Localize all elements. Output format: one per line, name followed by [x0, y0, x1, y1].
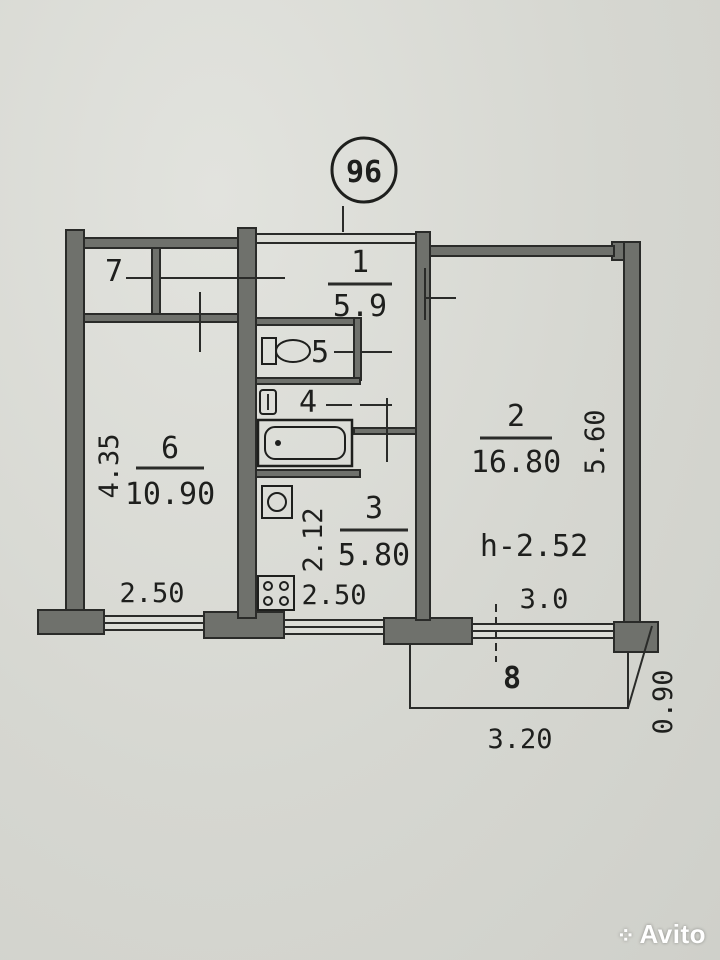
axis-marker-label: 96 — [346, 155, 382, 190]
balcony-depth-label: 0.90 — [648, 669, 679, 734]
room-7: 7 — [105, 254, 152, 289]
wall-right — [623, 241, 641, 627]
room-2-number: 2 — [507, 399, 525, 434]
axis-marker-circle — [330, 136, 398, 204]
wall-left — [65, 229, 85, 616]
balcony — [409, 604, 653, 709]
interior-walls — [83, 227, 431, 621]
kitchen-sink-icon — [261, 485, 293, 519]
room-5: 5 — [311, 335, 354, 370]
room-3-number: 3 — [365, 491, 383, 526]
avito-dots-icon: ⁘ — [616, 923, 636, 948]
toilet-icon — [261, 337, 311, 365]
axis-marker: 96 — [330, 136, 398, 232]
wall-room4-right — [353, 427, 417, 435]
wall-bottom-b — [383, 617, 473, 645]
room-2-width-label: 3.0 — [520, 584, 569, 615]
wall-room4-top — [255, 377, 361, 385]
room-8-number: 8 — [503, 661, 521, 696]
bathtub-icon — [256, 418, 354, 468]
entry-opening — [243, 233, 421, 244]
room-2-height-label: 5.60 — [580, 409, 611, 474]
balcony-outline — [409, 644, 629, 709]
room-6-height-label: 4.35 — [94, 433, 125, 498]
room-1-area: 5.9 — [333, 289, 387, 324]
door-marks — [160, 268, 456, 462]
room-6-number: 6 — [161, 431, 179, 466]
sink-icon — [259, 389, 277, 415]
wall-room5-right — [353, 317, 362, 381]
stove-icon — [257, 575, 295, 611]
wall-top-b — [427, 245, 615, 257]
room-7-number: 7 — [105, 254, 123, 289]
room-1-number: 1 — [351, 245, 369, 280]
room-2: 2 16.80 h-2.52 3.0 5.60 — [471, 399, 611, 615]
fixtures — [256, 337, 354, 611]
wall-closet7 — [151, 247, 161, 315]
room-6: 6 10.90 2.50 4.35 — [94, 431, 215, 609]
wall-corner-left — [37, 609, 105, 635]
room-2-area: 16.80 — [471, 445, 561, 480]
room-6-width-label: 2.50 — [119, 578, 184, 609]
ceiling-height-label: h-2.52 — [480, 529, 588, 564]
room-3: 3 5.80 2.50 2.12 — [298, 491, 410, 611]
avito-watermark: ⁘Avito — [617, 919, 706, 950]
room-4-number: 4 — [299, 385, 317, 420]
wall-top-a — [83, 237, 245, 249]
room-3-height-label: 2.12 — [298, 507, 329, 572]
room-3-width-label: 2.50 — [301, 580, 366, 611]
wall-room6-top — [83, 313, 239, 323]
room-4: 4 — [299, 385, 352, 420]
room-6-area: 10.90 — [125, 477, 215, 512]
wall-room3-top — [255, 469, 361, 478]
balcony-width-label: 3.20 — [487, 724, 552, 755]
room-3-area: 5.80 — [338, 538, 410, 573]
room-1: 1 5.9 — [328, 245, 392, 324]
watermark-text: Avito — [639, 919, 706, 949]
wall-partition-left — [237, 227, 257, 619]
room-8-balcony: 8 3.20 0.90 — [487, 661, 679, 755]
wall-partition-right — [415, 231, 431, 621]
room-5-number: 5 — [311, 335, 329, 370]
